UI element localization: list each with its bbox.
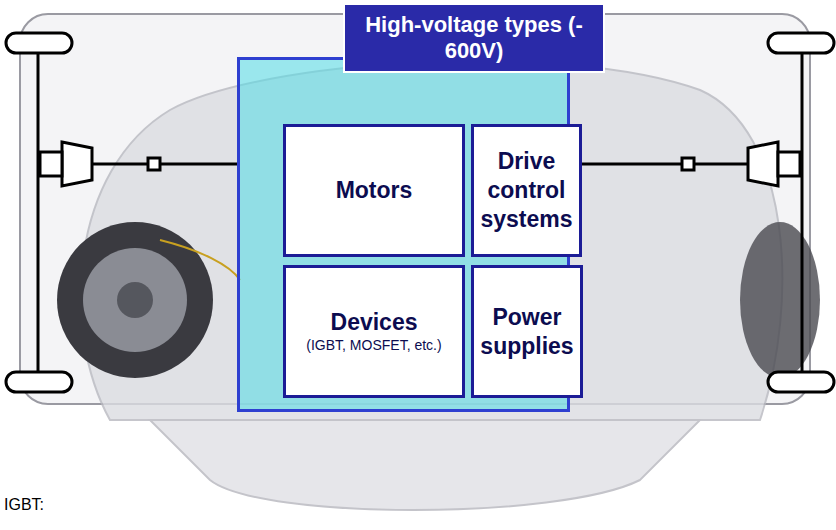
front-tire <box>57 222 213 378</box>
car-lower-body <box>150 420 700 510</box>
box-note: (IGBT, MOSFET, etc.) <box>306 337 441 355</box>
box-title: Power supplies <box>480 303 574 361</box>
box-title: Motors <box>336 176 413 205</box>
component-box: Motors <box>283 124 465 257</box>
component-box: Devices(IGBT, MOSFET, etc.) <box>283 265 465 398</box>
note-label: IGBT: <box>4 496 44 514</box>
hub <box>117 282 153 318</box>
panel-heading: High-voltage types (- 600V) <box>343 3 605 73</box>
wire <box>160 240 240 280</box>
axle-right <box>570 33 834 392</box>
axle-left <box>6 33 237 392</box>
box-title: Devices <box>331 308 418 337</box>
component-box: Power supplies <box>471 265 583 398</box>
front-rim <box>83 248 187 352</box>
voltage-panel: High-voltage types (- 600V)MotorsDrive c… <box>237 57 570 412</box>
box-title: Drive control systems <box>480 147 573 233</box>
component-box: Drive control systems <box>471 124 582 257</box>
rear-tire <box>740 222 820 378</box>
